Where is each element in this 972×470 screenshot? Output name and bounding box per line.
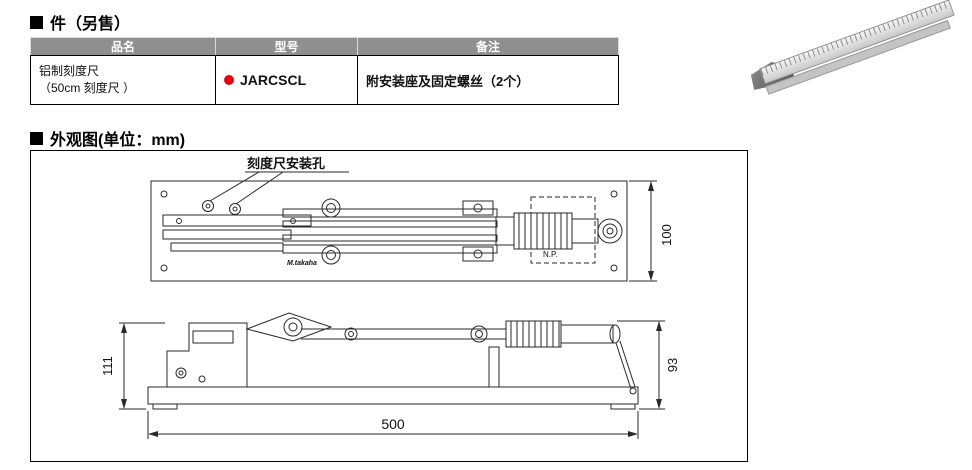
dimension-100: 100 xyxy=(629,180,674,282)
parts-table: 品名 型号 备注 铝制刻度尺 （50cm 刻度尺 ） JARCSCL xyxy=(30,37,619,105)
maker-logo: M.takaha xyxy=(287,260,317,267)
header-name: 品名 xyxy=(30,37,216,56)
parts-section-title: 件（另售） xyxy=(30,10,130,34)
outline-section-title: 外观图(单位：mm) xyxy=(30,126,185,150)
header-model: 型号 xyxy=(215,37,358,56)
dim-111-text: 111 xyxy=(100,356,115,376)
square-bullet-icon xyxy=(30,15,43,29)
side-view-drawing xyxy=(147,312,639,410)
product-name-line2: （50cm 刻度尺 ） xyxy=(39,81,136,95)
header-note: 备注 xyxy=(357,37,619,56)
scale-mounting-holes xyxy=(202,200,241,215)
dimension-500: 500 xyxy=(147,411,639,439)
square-bullet-icon xyxy=(30,131,43,145)
dim-500-text: 500 xyxy=(381,416,405,432)
product-name-line1: 铝制刻度尺 xyxy=(39,64,100,78)
top-view-drawing xyxy=(150,180,628,282)
parts-table-row: 铝制刻度尺 （50cm 刻度尺 ） JARCSCL 附安装座及固定螺丝（2个） xyxy=(30,55,619,105)
cell-product-name: 铝制刻度尺 （50cm 刻度尺 ） xyxy=(30,55,216,105)
outline-drawing-svg: N.P. M.takaha 刻度尺安装孔 100 xyxy=(100,156,680,439)
red-dot-icon xyxy=(224,75,234,85)
dimension-111: 111 xyxy=(100,322,165,410)
dim-100-text: 100 xyxy=(659,224,674,246)
handle-knurl-top-view xyxy=(518,213,568,249)
np-label: N.P. xyxy=(543,250,558,259)
hole-label-group: 刻度尺安装孔 xyxy=(209,156,349,205)
handle-knurl-side-view xyxy=(510,321,560,347)
parts-table-header-row: 品名 型号 备注 xyxy=(30,37,619,56)
cell-note: 附安装座及固定螺丝（2个） xyxy=(357,55,619,105)
dim-93-text: 93 xyxy=(665,358,680,372)
dimension-93: 93 xyxy=(617,320,680,410)
outline-drawing-box: N.P. M.takaha 刻度尺安装孔 100 xyxy=(30,150,748,462)
outline-section-title-text: 外观图(单位：mm) xyxy=(50,132,186,149)
parts-section-title-text: 件（另售） xyxy=(50,16,131,33)
ruler-body xyxy=(759,0,955,85)
hole-label-text: 刻度尺安装孔 xyxy=(247,156,325,171)
model-code: JARCSCL xyxy=(240,72,307,88)
product-photo-ruler xyxy=(740,0,970,112)
cell-model: JARCSCL xyxy=(215,55,358,105)
